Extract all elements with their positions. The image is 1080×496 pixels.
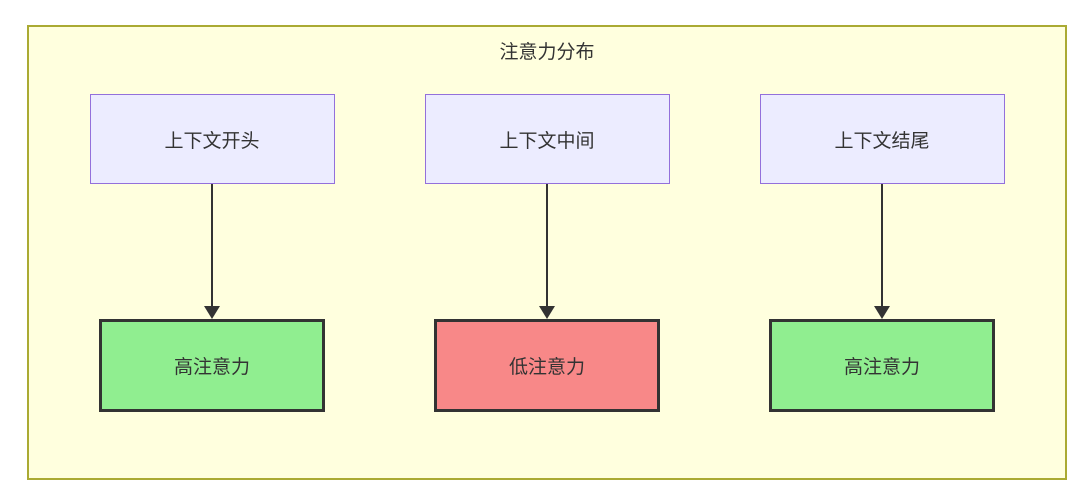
- arrow-shaft: [881, 184, 883, 306]
- diagram-columns: 上下文开头 高注意力 上下文中间 低注意力 上下文结尾 高注意力: [29, 94, 1065, 412]
- node-high-attention-2: 高注意力: [769, 319, 995, 412]
- node-context-start: 上下文开头: [89, 94, 335, 184]
- column-context-end: 上下文结尾 高注意力: [759, 94, 1005, 412]
- node-context-end: 上下文结尾: [759, 94, 1005, 184]
- column-context-start: 上下文开头 高注意力: [89, 94, 335, 412]
- arrow-context-middle: [539, 184, 555, 319]
- node-high-attention-1: 高注意力: [99, 319, 325, 412]
- node-low-attention: 低注意力: [434, 319, 660, 412]
- column-context-middle: 上下文中间 低注意力: [424, 94, 670, 412]
- arrow-context-start: [204, 184, 220, 319]
- node-context-middle: 上下文中间: [424, 94, 670, 184]
- arrowhead-down-icon: [539, 306, 555, 319]
- arrowhead-down-icon: [204, 306, 220, 319]
- diagram-title: 注意力分布: [499, 42, 595, 63]
- arrowhead-down-icon: [874, 306, 890, 319]
- arrow-shaft: [211, 184, 213, 306]
- arrow-context-end: [874, 184, 890, 319]
- diagram-canvas: 注意力分布 上下文开头 高注意力 上下文中间 低注意力 上下文结尾 高注: [27, 25, 1067, 480]
- arrow-shaft: [546, 184, 548, 306]
